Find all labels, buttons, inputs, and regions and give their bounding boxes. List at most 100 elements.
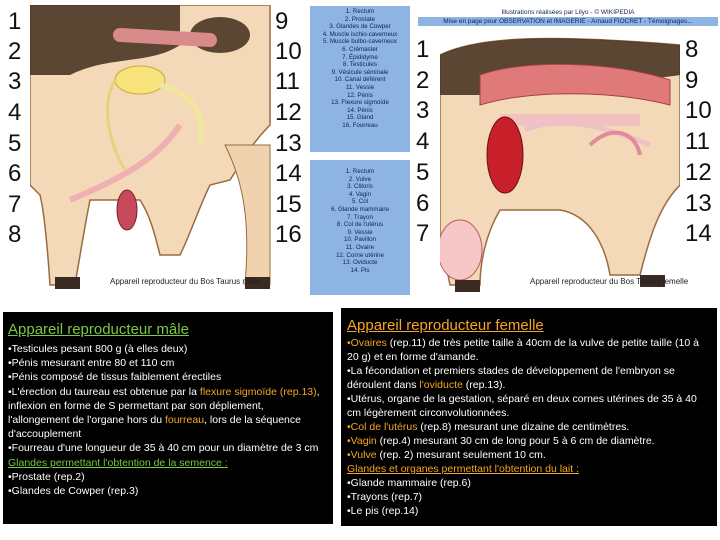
legend-female-item: 1. Rectum (345, 168, 375, 175)
male-number-3: 3 (8, 68, 22, 95)
legend-male-item: 11. Vessie (345, 83, 375, 91)
male-line: •Pénis mesurant entre 80 et 110 cm (8, 357, 175, 370)
credits-line1: Illustrations réalisées par Lilyo - © WI… (501, 9, 635, 16)
legend-female-item: 11. Ovaire (345, 243, 375, 251)
female-number-7: 7 (416, 220, 430, 247)
female-number-8: 8 (685, 36, 699, 63)
panel-female: Appareil reproducteur femelle •Ovaires (… (341, 308, 717, 526)
female-text: (rep.11) de très petite taille à 40cm de… (347, 337, 699, 363)
female-line-fecondation: •La fécondation et premiers stades de dé… (347, 364, 712, 392)
female-cow-drawing (437, 37, 681, 292)
legend-male-item: 7. Épididyme (342, 53, 378, 61)
female-number-14: 14 (685, 220, 712, 247)
female-line: •Utérus, organe de la gestation, séparé … (347, 393, 697, 419)
legend-female-item: 2. Vulve (348, 175, 372, 183)
male-number-2: 2 (8, 38, 22, 65)
col-link[interactable]: •Col de l'utérus (347, 421, 418, 433)
male-number-1: 1 (8, 8, 22, 35)
legend-female-item: 3. Clitoris (347, 183, 373, 191)
male-line-erection: •L'érection du taureau est obtenue par l… (8, 385, 328, 442)
female-number-5: 5 (416, 159, 430, 186)
female-number-2: 2 (416, 67, 430, 94)
oviducte-link[interactable]: l'oviducte (419, 379, 463, 391)
female-text: (rep. 2) mesurant seulement 10 cm. (376, 449, 546, 461)
legend-male-item: 10. Canal déférent (334, 76, 386, 84)
female-line-vagin: •Vagin (rep.4) mesurant 30 cm de long po… (347, 434, 712, 448)
legend-male-item: 13. Flexure sigmoïde (331, 99, 389, 107)
panel-female-title: Appareil reproducteur femelle (347, 317, 544, 334)
female-caption: Appareil reproducteur du Bos Taurus feme… (530, 277, 689, 286)
legend-male-item: 14. Pénis (347, 106, 373, 114)
female-line: •Glande mammaire (rep.6) (347, 477, 471, 489)
legend-female-item: 4. Vagin (348, 190, 372, 198)
male-line: •Testicules pesant 800 g (à elles deux) (8, 343, 188, 355)
rep13-link[interactable]: (rep.13) (279, 385, 317, 398)
legend-female-item: 10. Pavillon (344, 236, 376, 244)
male-line: •Fourreau d'une longueur de 35 à 40 cm p… (8, 442, 319, 455)
female-number-9: 9 (685, 67, 699, 94)
flexure-link[interactable]: flexure sigmoïde (199, 385, 277, 398)
legend-male-item: 8. Testicules (343, 61, 377, 69)
male-glands-heading: Glandes permettant l'obtention de la sem… (8, 456, 228, 469)
male-caption: Appareil reproducteur du Bos Taurus mâle (110, 277, 260, 286)
legend-female-item: 8. Col de l'utérus (336, 221, 384, 229)
credits-line2: Mise en page pour OBSERVATION et IMAGERI… (418, 17, 718, 26)
legend-male-item: 9. Vésicule séminale (331, 68, 389, 76)
legend-male-item: 4. Muscle ischio-caverneux (322, 30, 398, 38)
ovaires-link[interactable]: •Ovaires (347, 337, 387, 349)
female-text: •La fécondation et premiers stades de dé… (347, 365, 675, 391)
female-number-10: 10 (685, 97, 712, 124)
legend-female: 1. Rectum 2. Vulve 3. Clitoris 4. Vagin … (310, 160, 410, 295)
female-line: •Le pis (rep.14) (347, 505, 419, 517)
legend-female-item: 6. Glande mammaire (331, 205, 389, 213)
male-number-8: 8 (8, 221, 22, 248)
male-cow-drawing (29, 4, 271, 289)
legend-male-item: 2. Prostate (345, 15, 375, 23)
female-number-11: 11 (685, 128, 710, 155)
male-number-9: 9 (275, 8, 289, 35)
vulve-link[interactable]: •Vulve (347, 449, 377, 461)
male-number-13: 13 (275, 130, 302, 157)
panel-female-text: •Ovaires (rep.11) de très petite taille … (347, 336, 712, 518)
male-number-10: 10 (275, 38, 302, 65)
panel-male: Appareil reproducteur mâle •Testicules p… (3, 312, 333, 524)
legend-female-item: 14. Pis (350, 266, 370, 274)
female-line: •Trayons (rep.7) (347, 491, 423, 503)
legend-female-item: 5. Col (351, 198, 369, 206)
female-number-3: 3 (416, 97, 430, 124)
male-number-5: 5 (8, 130, 22, 157)
legend-male-item: 6. Crémaster (342, 45, 378, 53)
male-number-16: 16 (275, 221, 302, 248)
vagin-link[interactable]: •Vagin (347, 435, 377, 447)
female-text: (rep.4) mesurant 30 cm de long pour 5 à … (376, 435, 655, 447)
male-illustration (29, 4, 310, 295)
legend-male-item: 16. Fourreau (342, 121, 378, 129)
female-illustration (437, 35, 681, 305)
male-line: •Prostate (rep.2) (8, 470, 85, 483)
female-text: (rep.8) mesurant une dizaine de centimèt… (417, 421, 630, 433)
male-number-6: 6 (8, 160, 22, 187)
credits: Illustrations réalisées par Lilyo - © WI… (418, 8, 718, 26)
legend-male-item: 1. Rectum (345, 8, 375, 15)
male-text: , lors de la séquence d'accouplement (8, 414, 301, 441)
female-line-ovaires: •Ovaires (rep.11) de très petite taille … (347, 336, 712, 364)
panel-male-title: Appareil reproducteur mâle (8, 321, 189, 338)
female-text: (rep.13). (462, 379, 506, 391)
female-number-4: 4 (416, 128, 430, 155)
male-number-7: 7 (8, 191, 22, 218)
female-number-12: 12 (685, 159, 712, 186)
legend-female-item: 7. Trayon (347, 213, 373, 221)
legend-male-item: 15. Gland (346, 114, 374, 122)
legend-female-item: 13. Oviducte (342, 259, 378, 267)
legend-female-item: 9. Vessie (347, 228, 373, 236)
legend-male-item: 12. Pénis (347, 91, 373, 99)
legend-female-item: 12. Corne utérine (336, 251, 384, 259)
male-text: •L'érection du taureau est obtenue par l… (8, 385, 200, 398)
male-number-4: 4 (8, 99, 22, 126)
fourreau-link[interactable]: fourreau (164, 414, 205, 427)
legend-male-item: 5. Muscle bulbo-caverneux (323, 38, 397, 46)
female-line-vulve: •Vulve (rep. 2) mesurant seulement 10 cm… (347, 448, 712, 462)
female-number-13: 13 (685, 190, 712, 217)
legend-male-item: 3. Glandes de Cowper (329, 23, 391, 31)
male-number-11: 11 (275, 68, 300, 95)
